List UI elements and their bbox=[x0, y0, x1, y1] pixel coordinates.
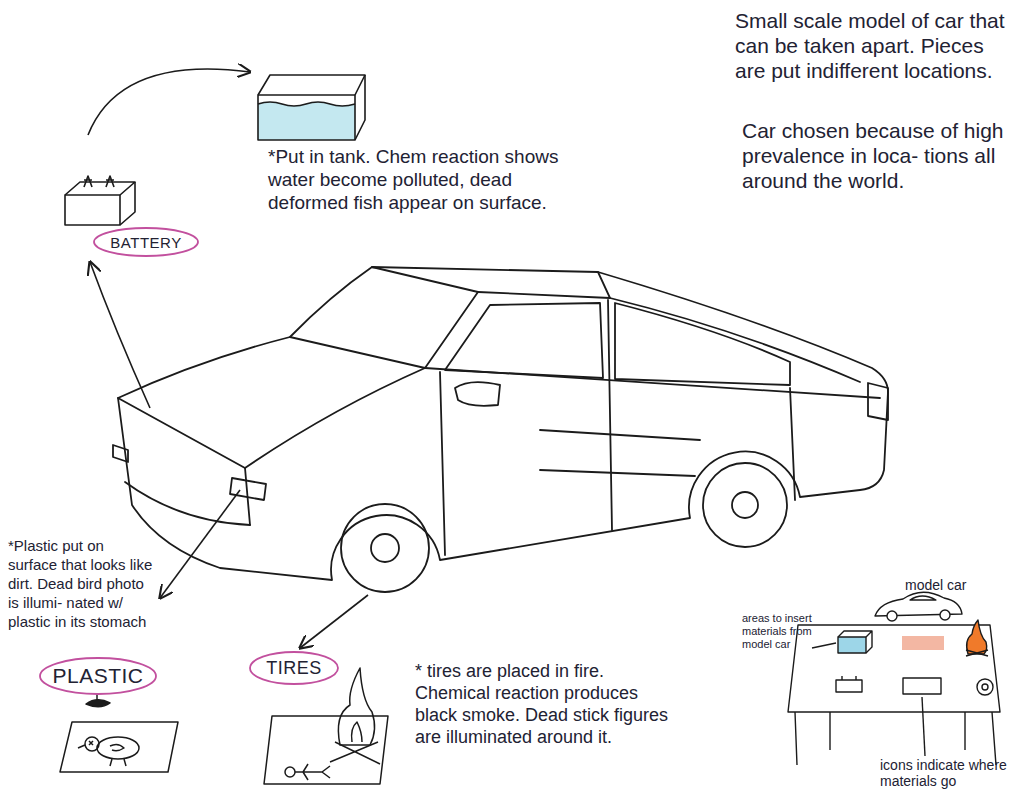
door-crease bbox=[540, 430, 700, 440]
windshield bbox=[290, 267, 478, 368]
stick-head bbox=[285, 767, 295, 777]
mini-car-window bbox=[910, 596, 936, 600]
tank-drawing bbox=[258, 75, 365, 140]
fire-base bbox=[264, 716, 388, 784]
door-crease bbox=[540, 470, 695, 476]
tank-front bbox=[258, 95, 355, 140]
tire-icon bbox=[977, 679, 993, 695]
rear-wheel bbox=[703, 463, 787, 547]
fire-logs bbox=[330, 742, 380, 764]
tank-water bbox=[258, 102, 355, 140]
arrow-to-battery bbox=[90, 262, 150, 408]
tank-side bbox=[355, 75, 365, 140]
front-wheel bbox=[341, 504, 429, 592]
annotation: * tires are placed in fire. Chemical rea… bbox=[415, 660, 670, 748]
photo-frame bbox=[60, 722, 178, 772]
flame bbox=[338, 668, 374, 745]
car-body bbox=[118, 267, 888, 580]
battery-icon bbox=[836, 680, 862, 692]
tail-light bbox=[868, 383, 888, 420]
battery-terminal bbox=[106, 176, 114, 187]
fire-icon bbox=[967, 620, 987, 654]
front-hub bbox=[371, 534, 399, 562]
inner-flame bbox=[352, 722, 362, 742]
stick-figure bbox=[295, 764, 330, 780]
arrow-to-tank bbox=[88, 69, 250, 135]
fire-icon-logs bbox=[966, 650, 988, 656]
bird-head bbox=[85, 737, 99, 751]
bird-stomach bbox=[110, 744, 124, 750]
mini-wheel bbox=[887, 611, 897, 621]
battery-terminal bbox=[84, 176, 92, 187]
tire-icon-hub bbox=[982, 684, 988, 690]
battery-top bbox=[65, 182, 135, 195]
photo-icon bbox=[903, 678, 941, 694]
part-label: icons indicate where materials go bbox=[880, 757, 1015, 789]
label-ellipse: PLASTIC bbox=[38, 656, 158, 696]
roof-line bbox=[478, 272, 610, 298]
node-text-box: TIRES bbox=[248, 650, 340, 686]
bird-body bbox=[97, 737, 139, 759]
hood-side bbox=[245, 368, 425, 468]
water-icon bbox=[838, 637, 866, 653]
hood-edge bbox=[118, 398, 245, 468]
leader-line bbox=[812, 643, 836, 648]
label-ellipse: BATTERY bbox=[92, 226, 200, 258]
node-label: PLASTIC bbox=[52, 664, 143, 688]
label-ellipse: TIRES bbox=[248, 650, 340, 686]
water-surface bbox=[258, 102, 355, 106]
side-mirror bbox=[455, 382, 500, 406]
water-icon-edge bbox=[838, 631, 872, 653]
battery-icon-terminals bbox=[842, 676, 856, 680]
rear-window-side bbox=[615, 303, 790, 385]
battery-drawing bbox=[65, 176, 135, 225]
plastic-blob bbox=[86, 700, 110, 707]
rear-door-edge bbox=[790, 388, 795, 500]
note-text: Small scale model of car that can be tak… bbox=[735, 8, 1005, 83]
battery-front bbox=[65, 195, 120, 225]
car-drawing bbox=[113, 267, 888, 592]
table-drawing bbox=[788, 592, 1000, 765]
part-label: areas to insert materials from model car bbox=[742, 612, 814, 651]
annotation: *Put in tank. Chem reaction shows water … bbox=[268, 145, 568, 214]
ellipse-shape bbox=[250, 652, 338, 684]
arrow-to-tires bbox=[300, 595, 368, 648]
mini-wheel bbox=[940, 610, 950, 620]
fire-drawing bbox=[264, 668, 388, 784]
bird-eye bbox=[89, 741, 93, 745]
arrow-to-plastic bbox=[160, 490, 240, 598]
leader-line bbox=[922, 697, 925, 756]
dirt-icon bbox=[902, 636, 944, 650]
front-light bbox=[113, 445, 128, 462]
bird-beak bbox=[78, 745, 85, 748]
node-label: BATTERY bbox=[110, 234, 181, 251]
ellipse-shape bbox=[40, 658, 156, 694]
bird-legs bbox=[110, 759, 126, 766]
door-edge bbox=[440, 372, 445, 555]
rear-hub bbox=[732, 492, 758, 518]
battery-side bbox=[120, 182, 135, 225]
node-label: TIRES bbox=[266, 658, 322, 679]
front-window bbox=[445, 303, 603, 378]
part-label: model car bbox=[905, 577, 995, 593]
note-text: Car chosen because of high prevalence in… bbox=[742, 118, 1017, 193]
node-text-box: BATTERY bbox=[92, 226, 200, 258]
plastic-drawing bbox=[60, 694, 178, 772]
tank-top bbox=[258, 75, 365, 95]
node-text-box: PLASTIC bbox=[38, 656, 158, 696]
annotation: *Plastic put on surface that looks like … bbox=[8, 536, 156, 631]
ellipse-shape bbox=[94, 228, 198, 256]
door-split bbox=[608, 300, 612, 530]
